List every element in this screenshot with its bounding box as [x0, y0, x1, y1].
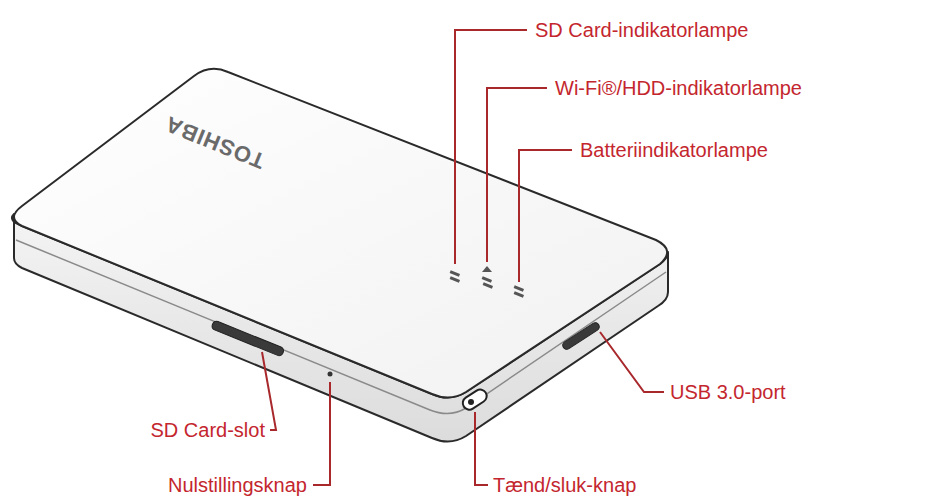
power-button: [460, 387, 489, 412]
callout-label: Batteriindikatorlampe: [580, 138, 768, 162]
callout-label: Nulstillingsknap: [168, 473, 307, 497]
usb-port: [561, 321, 601, 351]
reset-hole: [328, 372, 333, 377]
device-bevel: [16, 240, 666, 414]
callout-label: Wi-Fi®/HDD-indikatorlampe: [555, 76, 802, 100]
callout-label: USB 3.0-port: [670, 380, 786, 404]
device-top: [14, 69, 667, 398]
indicator-lamps: [450, 266, 524, 298]
callout-label: SD Card-indikatorlampe: [535, 18, 748, 42]
callout-label: Tænd/sluk-knap: [493, 473, 636, 497]
sd-slot: [211, 320, 285, 357]
callout-label: SD Card-slot: [151, 418, 265, 442]
power-button-dot: [468, 399, 474, 405]
